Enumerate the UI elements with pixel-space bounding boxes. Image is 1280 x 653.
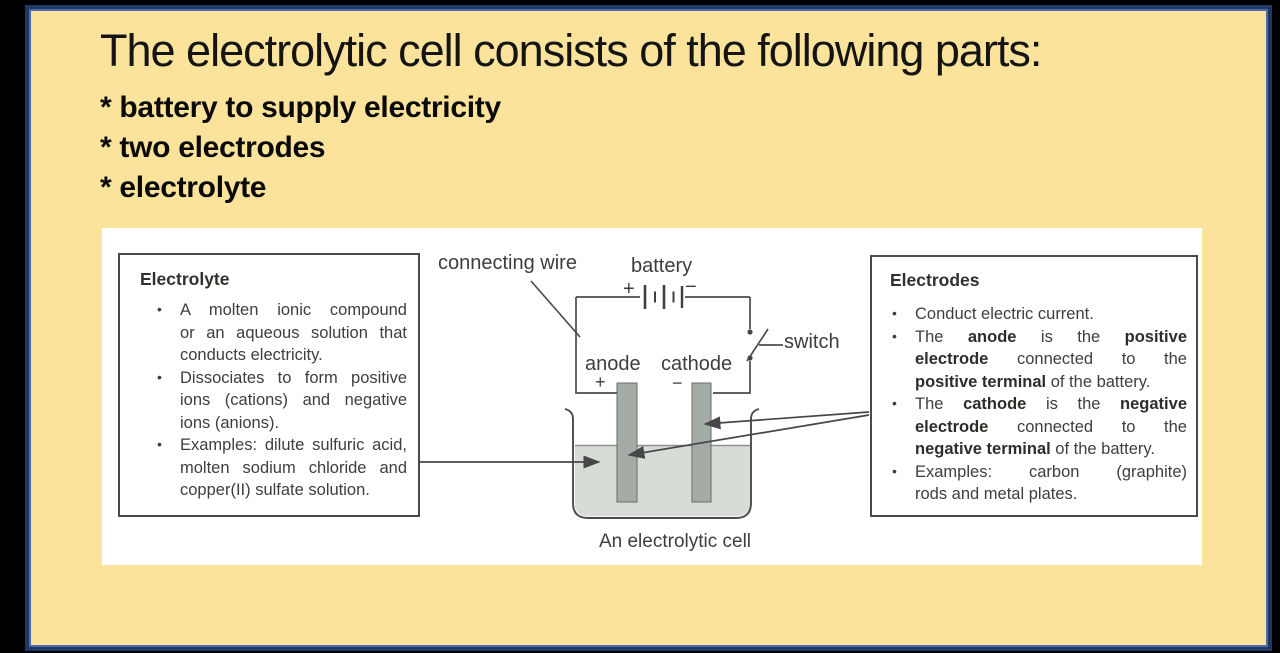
box-text-line: negative terminal of the battery.: [915, 440, 1155, 458]
box-text-line: electrode connected to the: [915, 417, 1187, 436]
switch-contact-bottom: [747, 355, 753, 361]
slide-bullet-list: * battery to supply electricity * two el…: [100, 88, 501, 208]
box-bullet-item: • A molten ionic compound or an aqueous so…: [155, 299, 407, 367]
box-bullet-item: • Conduct electric current.: [890, 303, 1187, 326]
slide-bullet: * battery to supply electricity: [100, 91, 501, 124]
box-text-line: A molten ionic compound: [180, 301, 407, 319]
bullet-marker: •: [157, 301, 162, 317]
bullet-marker: •: [892, 462, 897, 479]
box-text-line: ions (anions).: [180, 413, 280, 432]
bullet-marker: •: [892, 327, 897, 344]
electrolyte-box-title: Electrolyte: [140, 269, 230, 289]
box-text-line: positive terminal of the battery.: [915, 372, 1151, 391]
slide-bullet: * electrolyte: [100, 171, 267, 204]
beaker-outline: [564, 408, 760, 519]
cathode-label: cathode: [661, 353, 733, 375]
box-text-line: molten sodium chloride and: [180, 458, 407, 477]
anode-label: anode: [585, 353, 641, 375]
page-title: The electrolytic cell consists of the fo…: [100, 25, 1042, 76]
box-text-line: ions (cations) and negative: [180, 391, 407, 409]
bullet-marker: •: [892, 395, 897, 411]
bullet-marker: •: [892, 305, 897, 321]
box-bullet-item: • The anode is the positive electrode conn…: [890, 326, 1187, 394]
electrolyte-box-bullets: • A molten ionic compound or an aqueous so…: [120, 299, 418, 502]
electrodes-box-bullets: • Conduct electric current. • The anode is …: [872, 303, 1196, 506]
circuit-drawing: [420, 280, 870, 519]
box-text-line: Examples: carbon (graphite): [915, 462, 1187, 481]
connecting-wire-pointer: [530, 280, 581, 338]
battery-minus-sign: −: [685, 276, 697, 298]
battery-symbol: [643, 285, 684, 309]
slide: The electrolytic cell consists of the fo…: [25, 5, 1272, 651]
switch-label: switch: [784, 331, 840, 353]
box-text-line: The anode is the positive: [915, 327, 1187, 346]
box-bullet-item: • The cathode is the negative electrode co…: [890, 393, 1187, 461]
box-text-line: copper(II) sulfate solution.: [180, 481, 370, 499]
connecting-wire-label: connecting wire: [438, 252, 577, 274]
anode-plus-sign: +: [595, 372, 606, 392]
figure-caption: An electrolytic cell: [598, 531, 752, 552]
electrolytic-cell-figure: connecting wire battery + − switch anode…: [102, 228, 1202, 565]
anode-arrow: [627, 414, 870, 459]
bullet-marker: •: [157, 368, 162, 385]
box-text-line: Examples: dilute sulfuric acid,: [180, 436, 407, 454]
battery-label: battery: [631, 255, 693, 277]
box-text-line: Conduct electric current.: [915, 305, 1094, 323]
wire-left: [575, 297, 617, 394]
switch-contact-top: [747, 329, 753, 335]
box-text-line: or an aqueous solution that: [180, 323, 407, 342]
battery-plus-sign: +: [623, 278, 635, 300]
anode-rod: [616, 382, 638, 503]
box-text-line: rods and metal plates.: [915, 485, 1078, 503]
box-text-line: electrode connected to the: [915, 350, 1187, 368]
box-bullet-item: • Examples: carbon (graphite) rods and met…: [890, 461, 1187, 506]
electrolyte-box: Electrolyte • A molten ionic compound or a…: [118, 253, 420, 517]
slide-bullet: * two electrodes: [100, 131, 326, 164]
box-text-line: conducts electricity.: [180, 346, 323, 364]
electrodes-box: Electrodes • Conduct electric current. • Th…: [870, 255, 1198, 517]
electrodes-box-title: Electrodes: [890, 270, 980, 290]
box-text-line: The cathode is the negative: [915, 395, 1187, 413]
box-bullet-item: • Examples: dilute sulfuric acid, molten s…: [155, 434, 407, 502]
electrolyte-liquid: [574, 446, 751, 517]
wire-right-lower: [713, 361, 751, 394]
box-bullet-item: • Dissociates to form positive ions (catio…: [155, 367, 407, 435]
box-text-line: Dissociates to form positive: [180, 368, 407, 387]
cathode-arrow: [703, 411, 870, 430]
bullet-marker: •: [157, 436, 162, 452]
cathode-minus-sign: −: [672, 373, 683, 393]
